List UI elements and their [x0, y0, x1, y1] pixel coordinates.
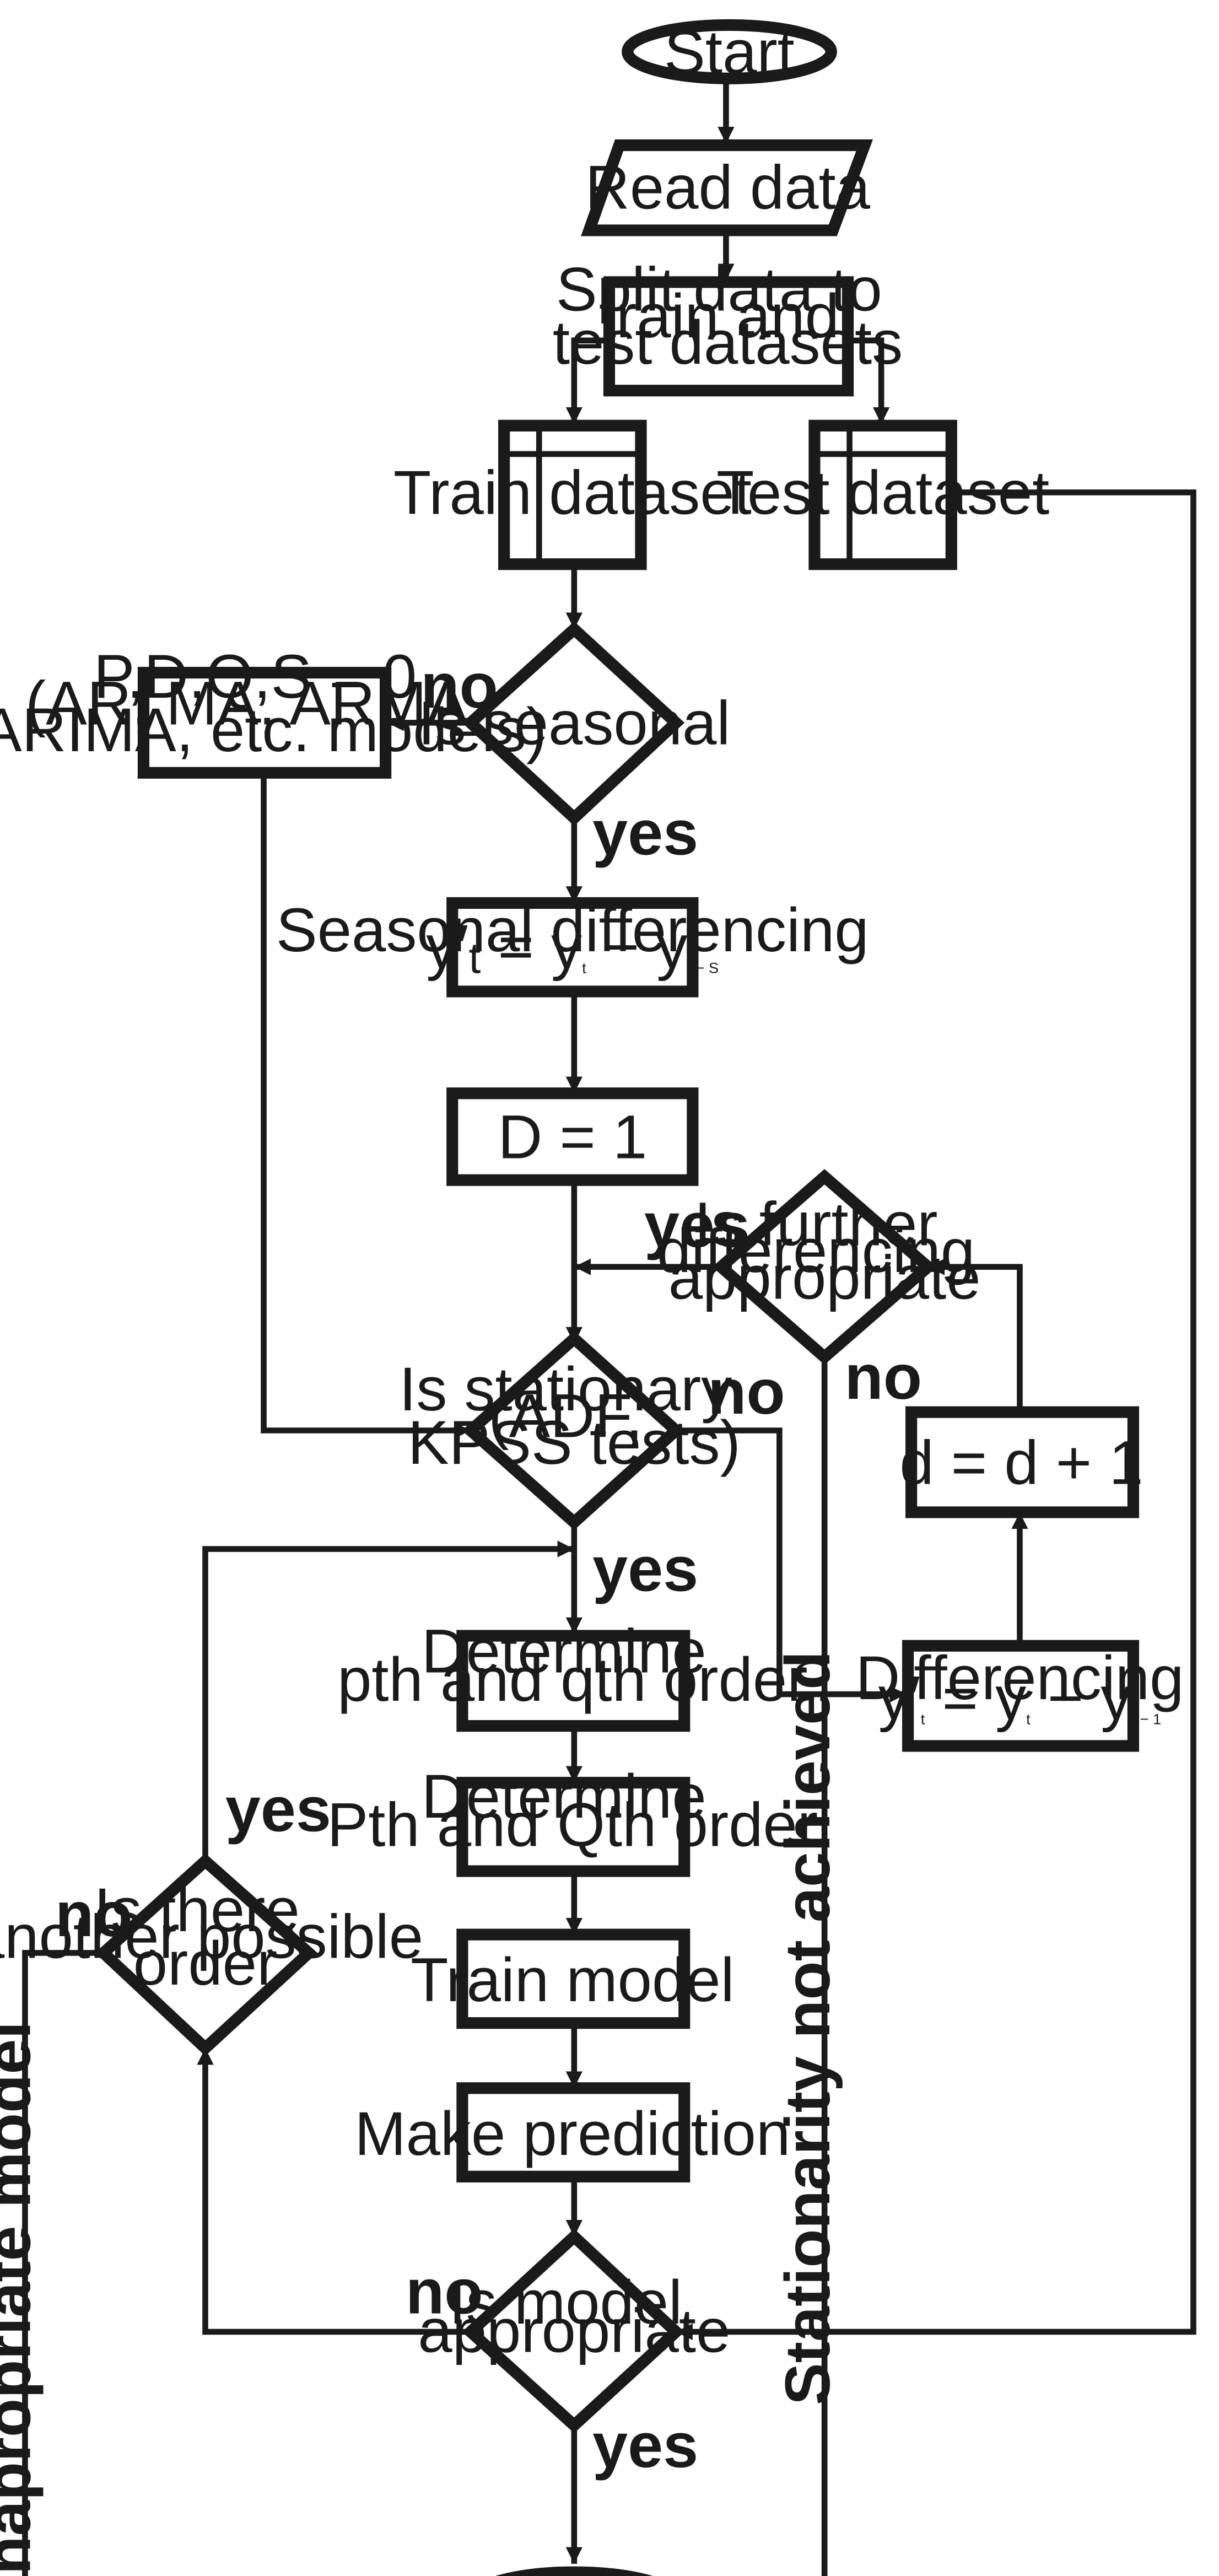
label-no-model: no [406, 2257, 483, 2327]
determine-pq-label: Determine pth and qth order [337, 1617, 807, 1714]
is-seasonal-decision: Is seasonal [418, 621, 730, 826]
train-dataset-storage: Train dataset [393, 419, 752, 570]
split-label: Split data to train and test datasets [553, 255, 903, 377]
conn-dinc-further [927, 1258, 1023, 1413]
another-order-label: Is there another possible order [0, 1876, 440, 1998]
start-terminal: Start [622, 18, 837, 87]
label-yes-stationary: yes [592, 1534, 698, 1604]
is-further-label: Is further differencing appropriate [657, 1189, 992, 1312]
label-inapropriate-model: Inapropriate model [0, 2022, 44, 2576]
another-order-decision: Is there another possible order [0, 1853, 440, 2056]
test-dataset-label: Test dataset [716, 459, 1049, 527]
D-equals-1-process: D = 1 [446, 1087, 699, 1186]
seasonal-formula: y′t = yt − yt − S [426, 913, 719, 983]
label-no-further: no [844, 1342, 922, 1413]
read-data-input: Read data [581, 139, 873, 236]
train-model-process: Train model [411, 1928, 735, 2029]
conn-further-no [821, 1357, 828, 2576]
train-model-label: Train model [411, 1946, 734, 2014]
model-appropriate-label: Is model appropriate [418, 2268, 730, 2365]
conn-stationary-no [676, 1427, 907, 1703]
label-stationarity-not-achieved: Stationarity not achieved [773, 1651, 843, 2405]
is-stationary-label: Is stationary (ADF, KPSS tests) [399, 1355, 749, 1477]
conn-split-test [848, 337, 890, 424]
d-increment-label: d = d + 1 [899, 1428, 1143, 1497]
determine-PQ-label: Determine Pth and Qth order [327, 1762, 818, 1859]
conn-pdqs-stationary [261, 773, 471, 1439]
train-dataset-label: Train dataset [393, 459, 752, 527]
seasonal-differencing-label: Seasonal differencing [276, 896, 869, 964]
label-no-stationary: no [708, 1357, 785, 1427]
is-stationary-decision: Is stationary (ADF, KPSS tests) [399, 1330, 749, 1530]
make-prediction-process: Make prediction [354, 2082, 790, 2182]
conn-another-no [22, 1950, 104, 2576]
d-increment-process: d = d + 1 [899, 1406, 1144, 1518]
determine-pq-process: Determine pth and qth order [337, 1617, 808, 1732]
seasonal-differencing-process: Seasonal differencing y′t = yt − yt − S [276, 896, 869, 998]
differencing-label: Differencing [856, 1643, 1184, 1712]
end-label: End [519, 2567, 629, 2576]
edge-labels: no yes yes no no yes yes no no yes Stati… [0, 651, 922, 2576]
label-yes-further: yes [644, 1190, 750, 1260]
conn-appropriate-no [197, 2048, 471, 2335]
label-no-another: no [55, 1879, 133, 1950]
test-dataset-storage: Test dataset [716, 419, 1049, 570]
differencing-formula: y′t = yt − yt − 1 [878, 1663, 1161, 1732]
pdqs-zero-label: P,D,Q,S = 0 (AR, MA, ARMA, ARIMA, etc. m… [0, 642, 547, 764]
is-further-differencing-decision: Is further differencing appropriate [657, 1169, 992, 1365]
label-yes-seasonal: yes [592, 798, 698, 869]
conn-another-yes [202, 1540, 574, 1861]
D-equals-1-label: D = 1 [498, 1103, 647, 1172]
pdqs-zero-process: P,D,Q,S = 0 (AR, MA, ARMA, ARIMA, etc. m… [0, 642, 547, 779]
split-data-process: Split data to train and test datasets [553, 255, 903, 397]
end-terminal: End [495, 2566, 653, 2576]
conn-split-train [565, 337, 610, 424]
label-no-seasonal: no [420, 651, 498, 721]
label-yes-another: yes [225, 1774, 331, 1845]
label-yes-model: yes [592, 2410, 698, 2481]
is-seasonal-label: Is seasonal [418, 689, 730, 758]
make-prediction-label: Make prediction [354, 2099, 790, 2168]
model-appropriate-decision: Is model appropriate [418, 2228, 730, 2433]
connectors [22, 78, 1196, 2576]
start-label: Start [664, 18, 795, 87]
determine-PQ-process: Determine Pth and Qth order [327, 1762, 818, 1877]
differencing-process: Differencing y′t = yt − yt − 1 [856, 1640, 1184, 1752]
conn-test-appropriate [676, 489, 1196, 2341]
read-data-label: Read data [585, 153, 871, 222]
